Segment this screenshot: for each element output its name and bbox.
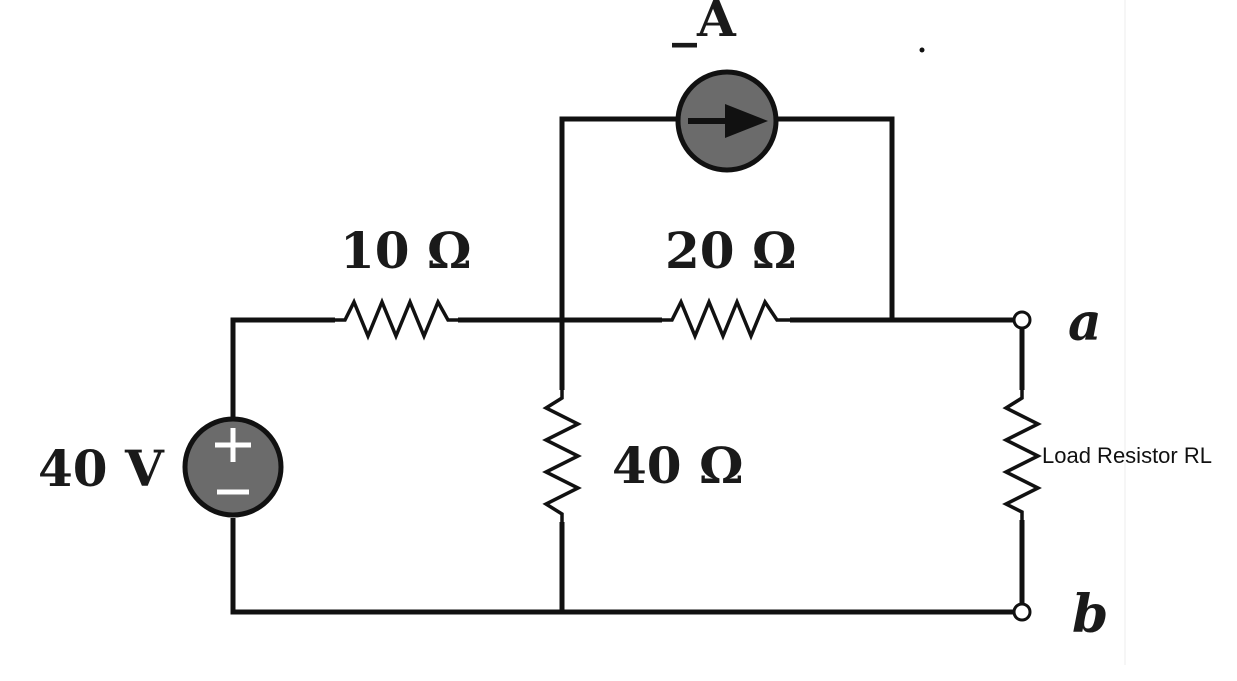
label-load-resistor: Load Resistor RL	[1042, 443, 1212, 468]
terminal-b	[1012, 602, 1032, 622]
wire-bottom-rail	[230, 518, 1016, 615]
resistor-10-ohm	[335, 297, 458, 341]
label-40-ohm: 40 Ω	[612, 436, 744, 495]
resistor-20-ohm	[662, 297, 790, 341]
label-20-ohm: 20 Ω	[665, 221, 797, 280]
wire-current-source-left	[559, 116, 678, 390]
current-source	[675, 69, 779, 173]
label-node-b: b	[1072, 584, 1108, 645]
load-resistor-rl	[1002, 390, 1042, 520]
stray-dot	[919, 47, 925, 53]
resistor-40-ohm	[542, 390, 582, 522]
wire-current-source-right	[776, 116, 895, 322]
label-current-source: _A	[672, 0, 737, 48]
voltage-source	[182, 416, 284, 518]
label-40-volt: 40 V	[38, 439, 165, 498]
label-node-a: a	[1068, 292, 1102, 353]
terminal-a	[1012, 310, 1032, 330]
label-10-ohm: 10 Ω	[340, 221, 472, 280]
wire-left-top	[230, 317, 335, 422]
current-arrow-head-icon	[725, 104, 768, 138]
